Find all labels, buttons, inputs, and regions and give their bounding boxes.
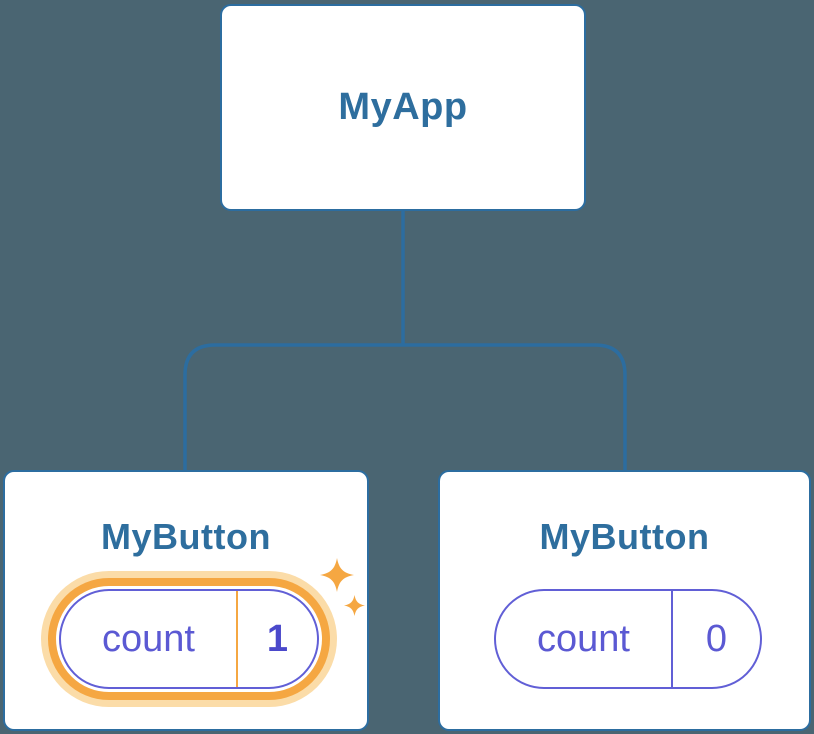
component-label-myapp: MyApp xyxy=(338,86,468,128)
sparkle-icon xyxy=(344,595,365,616)
state-value: 0 xyxy=(671,591,760,687)
state-key-label: count xyxy=(537,617,630,660)
state-value: 1 xyxy=(236,591,317,687)
component-label-mybutton-right: MyButton xyxy=(539,516,710,557)
state-pill: count 0 xyxy=(494,589,762,689)
state-key-label: count xyxy=(102,617,195,660)
component-node-myapp: MyApp xyxy=(220,4,586,211)
component-node-mybutton-left: MyButton count 1 xyxy=(3,470,369,731)
component-node-mybutton-right: MyButton count 0 xyxy=(438,470,811,731)
connector-branch xyxy=(183,343,627,471)
state-pill-highlighted: count 1 xyxy=(59,589,319,689)
sparkle-icon xyxy=(320,558,354,592)
component-label-mybutton-left: MyButton xyxy=(101,516,271,557)
